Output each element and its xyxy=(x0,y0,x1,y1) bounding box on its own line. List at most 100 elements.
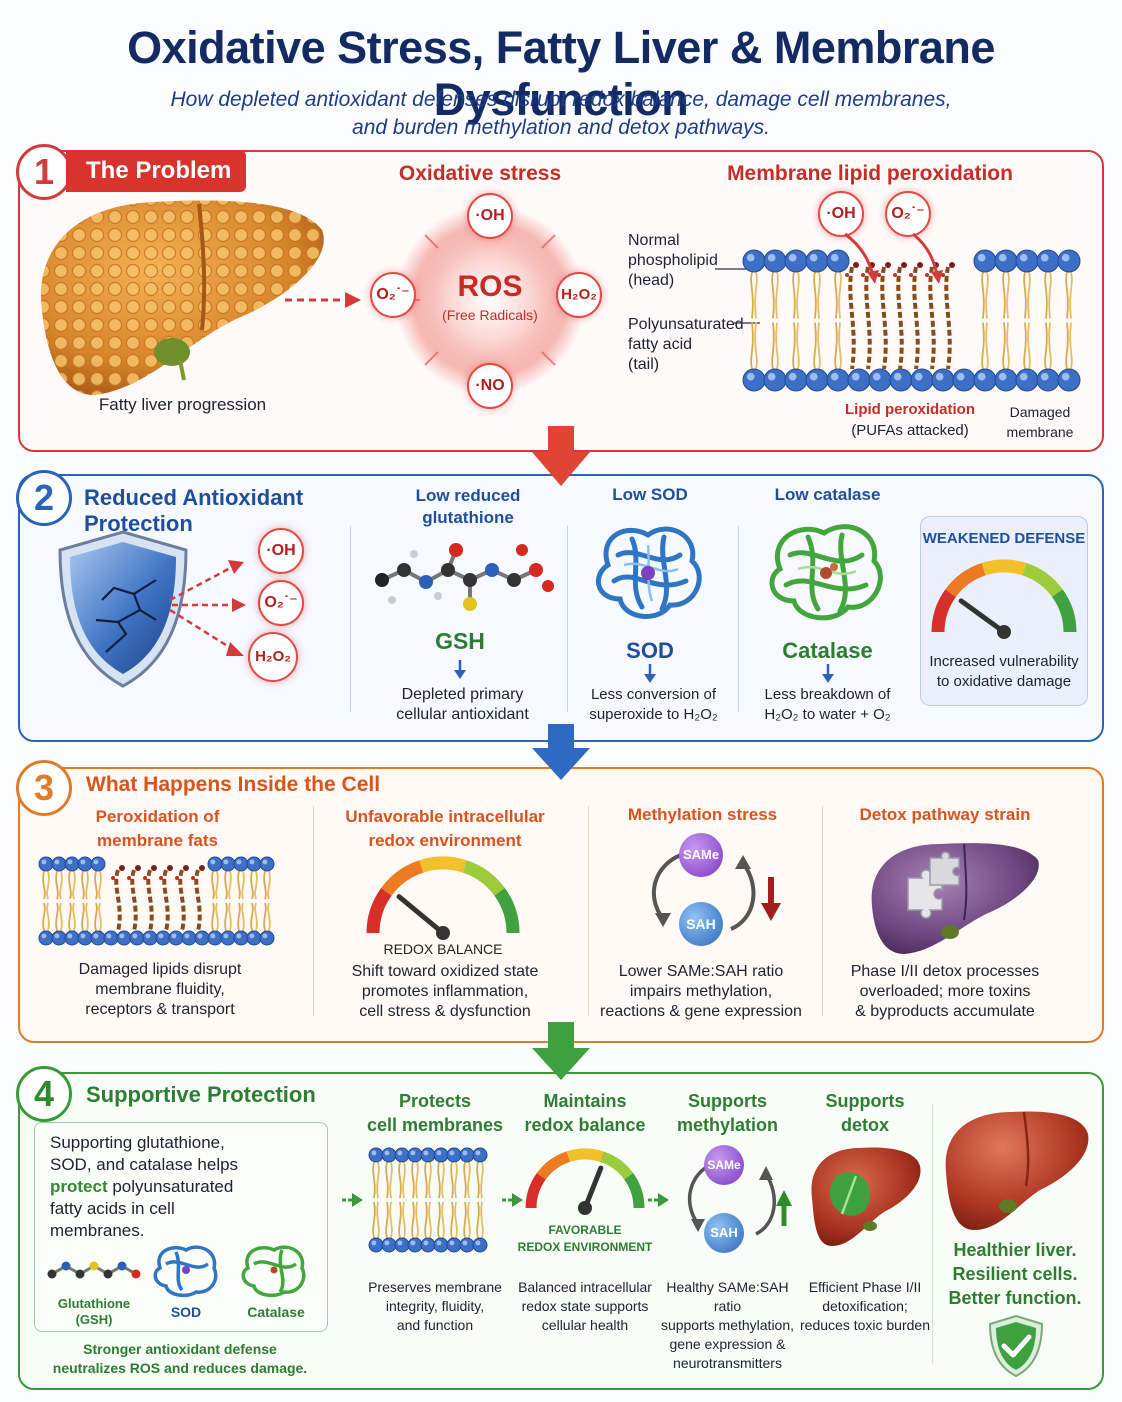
col1-desc-line1: Damaged lipids disrupt xyxy=(78,961,242,978)
catalase-heading: Low catalase xyxy=(774,485,881,504)
gauge-segment xyxy=(624,1173,645,1209)
gauge-segment xyxy=(931,589,957,633)
lipid-molecule xyxy=(38,856,54,932)
liver-caption: Fatty liver progression xyxy=(98,395,267,414)
lipid-molecule xyxy=(77,856,93,932)
page-title: Oxidative Stress, Fatty Liver & Membrane… xyxy=(127,22,995,125)
redox-balance-label: REDOX BALANCE xyxy=(383,941,503,957)
fatty-acid-label-line2: fatty acid xyxy=(628,336,693,353)
strained-liver-puzzle-icon xyxy=(871,843,1039,954)
lipid-molecule xyxy=(952,368,976,392)
sod-description: Less conversion of superoxide to H₂O₂ xyxy=(576,685,731,725)
lipid-molecule xyxy=(259,856,275,932)
section-2-title: Reduced Antioxidant Protection xyxy=(84,485,304,536)
col3-description: Lower SAMe:SAH ratio impairs methylation… xyxy=(596,962,806,1022)
radical-o2-left: O₂˙⁻ xyxy=(370,272,416,318)
final-line1: Healthier liver. xyxy=(953,1240,1077,1260)
lipid-molecule xyxy=(446,1147,462,1239)
lipid-molecule xyxy=(889,368,913,392)
lipid-molecule xyxy=(805,249,829,370)
green-arrow-icon xyxy=(502,1193,523,1207)
section-1-title: The Problem xyxy=(66,150,246,192)
lipid-molecule xyxy=(207,856,223,932)
supportive-info-text: Supporting glutathione, SOD, and catalas… xyxy=(50,1132,320,1242)
s4-col1-description: Preserves membrane integrity, fluidity, … xyxy=(360,1278,510,1335)
lipid-molecule xyxy=(784,249,808,370)
lipid-molecule xyxy=(763,368,787,392)
down-arrow-blue-icon xyxy=(532,724,590,780)
lipid-molecule xyxy=(259,930,275,946)
lipid-molecule xyxy=(77,930,93,946)
s2-radical-oh: ·OH xyxy=(258,528,304,574)
lipid-molecule xyxy=(472,1147,488,1239)
col4-desc-line1: Phase I/II detox processes xyxy=(850,963,1040,980)
s4-col1-desc-line1: Preserves membrane xyxy=(368,1279,502,1295)
col4-heading: Detox pathway strain xyxy=(859,805,1031,824)
gauge-segment xyxy=(462,860,505,896)
healthy-liver-icon xyxy=(945,1111,1089,1230)
col1-heading-line1: Peroxidation of xyxy=(95,807,220,826)
gsh-heading-line1: Low reduced xyxy=(415,486,521,505)
s4-col2-description: Balanced intracellular redox state suppo… xyxy=(510,1278,660,1335)
divider xyxy=(588,806,589,1016)
radical-oh-top: ·OH xyxy=(467,193,513,239)
box-line4: fatty acids in cell xyxy=(50,1199,175,1218)
weakened-desc-line2: to oxidative damage xyxy=(936,673,1072,690)
favorable-redox-label: FAVORABLE REDOX ENVIRONMENT xyxy=(515,1222,655,1256)
down-small-arrow-icon xyxy=(454,660,466,679)
s4-col1-heading-line1: Protects xyxy=(398,1091,472,1111)
divider xyxy=(567,526,568,712)
divider xyxy=(350,526,351,712)
divider xyxy=(738,526,739,712)
section-3-number: 3 xyxy=(16,760,72,816)
lipid-molecule xyxy=(459,1237,475,1253)
s4-col3-desc-line2: supports methylation, xyxy=(660,1317,795,1333)
green-arrow-icon xyxy=(342,1193,363,1207)
lipid-molecule xyxy=(394,1147,410,1239)
s4-col4-desc-line3: reduces toxic burden xyxy=(800,1317,930,1333)
lipid-molecule xyxy=(420,1237,436,1253)
divider xyxy=(313,806,314,1016)
damaged-label-line1: Damaged xyxy=(1009,404,1071,420)
sod-desc-line1: Less conversion of xyxy=(590,686,717,703)
damaged-membrane-label: Damaged membrane xyxy=(995,402,1085,442)
lipid-peroxidation-label: Lipid peroxidation xyxy=(845,401,975,418)
methylation-cycle-stress-icon xyxy=(652,853,781,931)
catalase-protein-icon xyxy=(769,524,883,621)
divider xyxy=(822,806,823,1016)
sod-heading: Low SOD xyxy=(612,485,688,504)
gauge-segment xyxy=(536,1151,571,1180)
gsh-heading: Low reduced glutathione xyxy=(388,485,548,529)
s4-col1-heading: Protects cell membranes xyxy=(365,1089,505,1137)
lipid-molecule xyxy=(763,249,787,370)
lipid-molecule xyxy=(394,1237,410,1253)
col2-heading-line1: Unfavorable intracellular xyxy=(345,807,545,826)
subtitle-line-1: How depleted antioxidant defenses disrup… xyxy=(170,88,952,111)
lipid-molecule xyxy=(826,368,850,392)
mol1-label-line2: (GSH) xyxy=(75,1312,113,1327)
weakened-defense-description: Increased vulnerability to oxidative dam… xyxy=(925,652,1083,692)
s4-col4-heading-line1: Supports xyxy=(825,1091,905,1111)
s4-col4-heading-line2: detox xyxy=(840,1115,889,1135)
lipid-molecule xyxy=(103,930,119,946)
s4-col3-heading-line1: Supports xyxy=(688,1091,767,1111)
col3-desc-line1: Lower SAMe:SAH ratio xyxy=(618,963,784,980)
sod-protein-icon xyxy=(596,526,702,619)
lipid-molecule xyxy=(207,930,223,946)
lipid-molecule xyxy=(181,930,197,946)
lipid-molecule xyxy=(155,930,171,946)
s4-same-circle: SAMe xyxy=(704,1145,744,1185)
attack-oh: ·OH xyxy=(818,191,864,237)
sod-small-label: SOD xyxy=(170,1304,202,1320)
catalase-description: Less breakdown of H₂O₂ to water + O₂ xyxy=(750,685,905,725)
green-arrow-icon xyxy=(648,1193,669,1207)
bottom-line2: neutralizes ROS and reduces damage. xyxy=(52,1360,308,1376)
lipid-molecule xyxy=(246,930,262,946)
box-bold-protect: protect xyxy=(50,1177,108,1196)
membrane-bilayer-damaged-icon xyxy=(742,249,1081,392)
box-line3: protect polyunsaturated xyxy=(50,1176,320,1198)
s2-radical-o2: O₂˙⁻ xyxy=(258,580,304,626)
cracked-shield-icon xyxy=(58,530,188,688)
lipid-molecule xyxy=(931,368,955,392)
lipid-molecule xyxy=(220,930,236,946)
